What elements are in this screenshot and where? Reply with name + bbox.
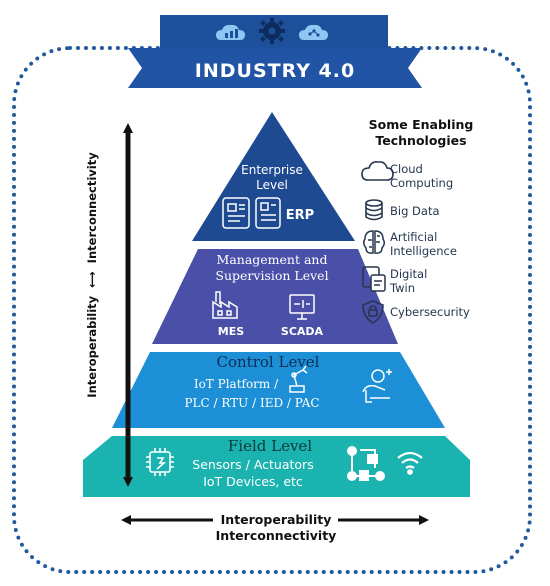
management-band (152, 249, 398, 344)
enterprise-level: Enterprise Level ERP (192, 112, 355, 241)
horizontal-axis: Interoperability Interconnectivity (121, 512, 429, 543)
chip-icon (146, 448, 174, 476)
control-line2: PLC / RTU / IED / PAC (184, 396, 319, 410)
cloud-icon (361, 161, 394, 181)
hand-gear-icon (362, 369, 392, 403)
vertical-label-left: Interoperability (85, 295, 99, 397)
database-icon (365, 199, 383, 221)
field-line2: IoT Devices, etc (203, 474, 303, 489)
erp-label: ERP (286, 208, 314, 223)
vertical-label-arrow: ⟷ (85, 271, 99, 288)
field-line1: Sensors / Actuators (192, 457, 313, 472)
technologies-heading-line1: Some Enabling (369, 117, 474, 132)
enterprise-title-line2: Level (256, 178, 288, 192)
tech-twin-line1: Digital (390, 267, 427, 281)
technologies-heading-line2: Technologies (375, 133, 466, 148)
tech-bigdata-label: Big Data (390, 204, 440, 218)
wifi-icon (397, 451, 423, 475)
enterprise-title-line1: Enterprise (241, 163, 303, 177)
cloud-network-icon (299, 24, 328, 40)
control-band (112, 352, 445, 428)
tech-ai-line1: Artificial (390, 230, 437, 244)
banner-title: INDUSTRY 4.0 (195, 60, 355, 82)
tech-twin-line2: Twin (389, 281, 415, 295)
scada-label: SCADA (281, 325, 324, 338)
mes-label: MES (218, 325, 244, 338)
banner: INDUSTRY 4.0 (128, 15, 422, 88)
shield-lock-icon (362, 300, 384, 324)
actuator-network-icon (347, 446, 385, 481)
enterprise-band (192, 112, 355, 241)
vertical-axis: Interoperability ⟷ Interconnectivity (85, 123, 133, 487)
brain-icon (362, 230, 386, 254)
monitor-icon (289, 294, 315, 320)
management-level: Management and Supervision Level MES SCA… (152, 249, 398, 344)
erp-document-icon (255, 197, 281, 229)
gear-icon (259, 18, 285, 44)
svg-text:Interoperability ⟷: Interoperability ⟷ Interconnectivity (85, 152, 99, 398)
banner-ribbon (128, 48, 422, 88)
tech-cyber-label: Cybersecurity (390, 305, 470, 319)
control-line1: IoT Platform / (194, 377, 279, 391)
management-title-line2: Supervision Level (215, 268, 328, 283)
factory-icon (212, 291, 238, 319)
tech-cloud-line1: Cloud (390, 162, 423, 176)
digital-twin-icon (362, 266, 386, 292)
control-level: Control Level IoT Platform / PLC / RTU /… (112, 352, 445, 428)
control-title: Control Level (217, 353, 320, 371)
cloud-chart-icon (216, 24, 245, 40)
vertical-label-right: Interconnectivity (85, 152, 99, 264)
technologies-panel: Some Enabling Technologies Cloud Computi… (361, 117, 474, 324)
field-band (83, 436, 470, 497)
erp-tablet-icon (222, 197, 250, 229)
tech-cloud-line2: Computing (390, 176, 453, 190)
horizontal-label-line1: Interoperability (221, 512, 332, 527)
field-title: Field Level (228, 437, 312, 455)
robot-arm-icon (289, 365, 308, 393)
tech-ai-line2: Intelligence (390, 244, 457, 258)
management-title-line1: Management and (217, 252, 328, 267)
field-level: Field Level Sensors / Actuators IoT Devi… (83, 436, 470, 497)
horizontal-label-line2: Interconnectivity (216, 528, 337, 543)
